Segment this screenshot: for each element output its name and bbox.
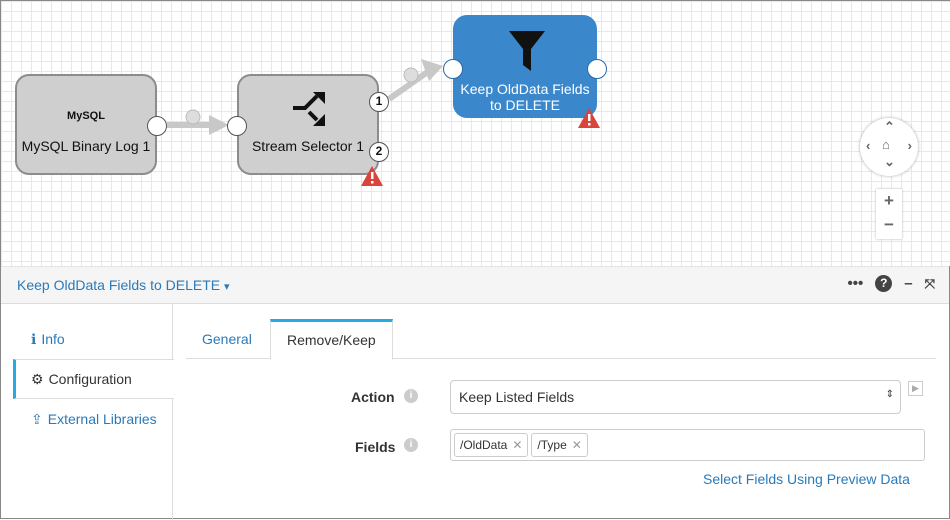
node-stream-selector[interactable]: Stream Selector 1 1 2 bbox=[227, 74, 389, 175]
pan-down-icon[interactable]: ⌄ bbox=[884, 154, 895, 169]
minimize-icon[interactable]: – bbox=[904, 275, 913, 292]
chevron-down-icon: ▾ bbox=[224, 281, 230, 293]
remove-icon[interactable]: ✕ bbox=[571, 438, 582, 452]
mysql-logo: MySQL bbox=[67, 110, 105, 122]
output-port-1[interactable]: 1 bbox=[369, 92, 389, 112]
node-label: Stream Selector 1 bbox=[251, 138, 365, 154]
connection-arrow[interactable] bbox=[167, 109, 229, 135]
select-arrows-icon: ⇕ bbox=[885, 389, 894, 400]
sidebar-item-label: External Libraries bbox=[47, 411, 157, 427]
sidebar-item-label: Info bbox=[41, 331, 65, 347]
zoom-out-icon[interactable]: − bbox=[884, 215, 894, 234]
field-chip: /Type ✕ bbox=[531, 433, 588, 457]
action-label: Action bbox=[351, 389, 395, 405]
field-chip-label: /Type bbox=[537, 438, 567, 452]
pan-left-icon[interactable]: ‹ bbox=[866, 138, 871, 153]
select-fields-preview-link[interactable]: Select Fields Using Preview Data bbox=[703, 471, 910, 487]
fields-input[interactable]: /OldData ✕ /Type ✕ bbox=[450, 429, 925, 461]
help-icon[interactable]: ? bbox=[875, 275, 893, 292]
upload-icon: ⇪ bbox=[31, 410, 43, 427]
field-chip-label: /OldData bbox=[460, 438, 508, 452]
node-mysql-binary-log[interactable]: MySQL MySQL Binary Log 1 bbox=[15, 74, 167, 175]
fields-label: Fields bbox=[355, 439, 396, 455]
output-port[interactable] bbox=[587, 59, 607, 79]
pan-control[interactable]: ⌃ ‹ ⌂ › ⌄ bbox=[860, 118, 918, 176]
stage-title-dropdown[interactable]: Keep OldData Fields to DELETE ▾ bbox=[17, 277, 230, 293]
remove-icon[interactable]: ✕ bbox=[512, 438, 523, 452]
pan-right-icon[interactable]: › bbox=[907, 138, 912, 153]
tab-remove-keep[interactable]: Remove/Keep bbox=[270, 319, 393, 360]
home-icon[interactable]: ⌂ bbox=[882, 137, 890, 152]
expression-toggle-icon[interactable]: ▶ bbox=[908, 381, 923, 396]
warning-icon[interactable] bbox=[578, 108, 600, 128]
connection-arrow[interactable] bbox=[387, 59, 443, 102]
stage-panel-header: Keep OldData Fields to DELETE ▾ ••• ? – … bbox=[1, 266, 949, 304]
input-port[interactable] bbox=[227, 116, 247, 136]
node-label: Keep OldData Fields bbox=[460, 81, 590, 97]
pipeline-canvas[interactable]: MySQL MySQL Binary Log 1 Stream Selector… bbox=[1, 1, 950, 266]
warning-icon[interactable] bbox=[361, 166, 383, 186]
node-label: to DELETE bbox=[489, 97, 561, 113]
gear-icon: ⚙ bbox=[31, 370, 44, 387]
expand-icon[interactable]: ⤧ bbox=[924, 275, 935, 291]
info-icon: ℹ bbox=[31, 330, 37, 347]
action-value: Keep Listed Fields bbox=[459, 389, 575, 405]
output-port-2[interactable]: 2 bbox=[369, 142, 389, 162]
info-icon[interactable]: i bbox=[404, 438, 418, 452]
connections bbox=[167, 59, 443, 135]
stage-title: Keep OldData Fields to DELETE bbox=[17, 277, 221, 293]
node-label: MySQL Binary Log 1 bbox=[21, 138, 151, 154]
config-tabs: General Remove/Keep bbox=[186, 319, 936, 360]
sidebar-item-external-libraries[interactable]: ⇪External Libraries bbox=[1, 399, 172, 439]
action-select[interactable]: Keep Listed Fields ⇕ bbox=[450, 380, 901, 414]
node-field-remover[interactable]: Keep OldData Fields to DELETE bbox=[443, 15, 607, 118]
tab-general[interactable]: General bbox=[202, 331, 252, 347]
info-icon[interactable]: i bbox=[404, 389, 418, 403]
sidebar-item-configuration[interactable]: ⚙Configuration bbox=[13, 359, 174, 399]
sidebar-item-label: Configuration bbox=[48, 371, 132, 387]
input-port[interactable] bbox=[443, 59, 463, 79]
funnel-icon bbox=[509, 31, 545, 71]
output-port[interactable] bbox=[147, 116, 167, 136]
more-icon[interactable]: ••• bbox=[847, 275, 864, 292]
pan-up-icon[interactable]: ⌃ bbox=[884, 119, 895, 134]
shuffle-icon bbox=[293, 92, 325, 126]
field-chip: /OldData ✕ bbox=[454, 433, 529, 457]
zoom-in-icon[interactable]: + bbox=[884, 191, 894, 210]
